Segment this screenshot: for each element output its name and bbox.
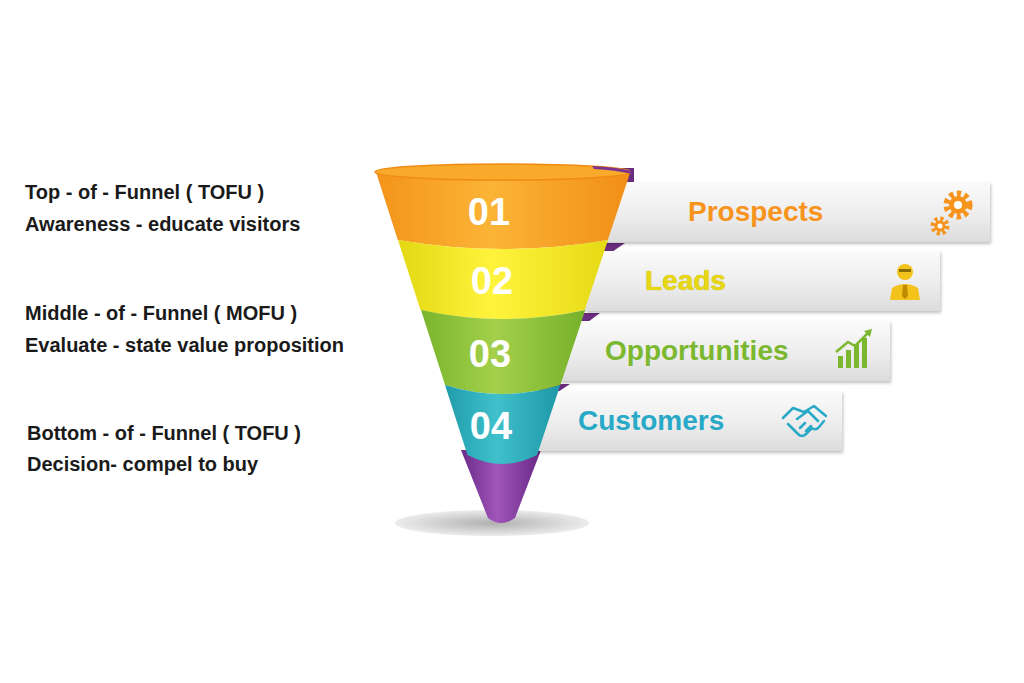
hand-outline bbox=[797, 411, 818, 421]
funnel-stage-note: Bottom - of - Funnel ( TOFU ) bbox=[27, 421, 301, 445]
gear-teeth bbox=[947, 194, 969, 216]
hand-fingers bbox=[800, 423, 811, 431]
chart-bar bbox=[846, 350, 851, 368]
person-head bbox=[897, 264, 913, 280]
funnel-stage-note: Evaluate - state value proposition bbox=[25, 333, 344, 357]
funnel-stage-note: Middle - of - Funnel ( MOFU ) bbox=[25, 301, 297, 325]
floor-shadow bbox=[395, 510, 589, 536]
funnel-rim bbox=[375, 164, 631, 180]
stage-number: 02 bbox=[471, 262, 513, 300]
chart-bar bbox=[838, 356, 843, 368]
hand-outline bbox=[783, 406, 826, 418]
stage-tab: Customers bbox=[528, 391, 842, 451]
band-fill bbox=[421, 310, 585, 394]
band-fill bbox=[376, 172, 630, 249]
band-fill bbox=[398, 240, 608, 319]
person-body bbox=[890, 284, 920, 300]
gear-body bbox=[935, 221, 946, 232]
stage-number: 01 bbox=[468, 193, 510, 231]
funnel-stage-note: Decision- compel to buy bbox=[27, 452, 258, 476]
stage-name: Prospects bbox=[688, 198, 823, 226]
funnel-stage: 03 bbox=[421, 310, 585, 394]
person-icon bbox=[890, 264, 920, 300]
handshake-icon bbox=[783, 406, 826, 436]
funnel-stage-note: Top - of - Funnel ( TOFU ) bbox=[25, 180, 264, 204]
gear-teeth bbox=[933, 219, 947, 233]
funnel-stage: 01 bbox=[376, 172, 630, 249]
stage-tab: Opportunities bbox=[560, 321, 890, 381]
stage-tab: Prospects bbox=[575, 182, 990, 242]
person-glasses bbox=[899, 269, 911, 272]
chart-trend bbox=[836, 333, 868, 352]
chart-bar bbox=[862, 338, 867, 368]
stage-number: 04 bbox=[470, 407, 512, 445]
funnel-stage-note: Awareness - educate visitors bbox=[25, 212, 300, 236]
gear-hole bbox=[938, 224, 943, 229]
stage-name: Opportunities bbox=[605, 337, 789, 365]
chart-bar bbox=[854, 344, 859, 368]
gear-body bbox=[949, 196, 967, 214]
gears-icon bbox=[933, 194, 969, 233]
hand-outline bbox=[788, 421, 824, 436]
stage-name: Leads bbox=[645, 267, 726, 295]
funnel-stage: 04 bbox=[445, 385, 560, 464]
person-tie bbox=[902, 285, 908, 299]
chart-arrowhead bbox=[864, 329, 872, 337]
stage-tab: Leads bbox=[585, 251, 940, 311]
funnel-stage: 02 bbox=[398, 240, 608, 319]
band-fill bbox=[445, 385, 560, 464]
funnel-rim-back bbox=[592, 166, 632, 174]
growth-chart-icon bbox=[836, 329, 872, 368]
stage-name: Customers bbox=[578, 407, 724, 435]
stage-number: 03 bbox=[469, 335, 511, 373]
gear-hole bbox=[954, 201, 962, 209]
